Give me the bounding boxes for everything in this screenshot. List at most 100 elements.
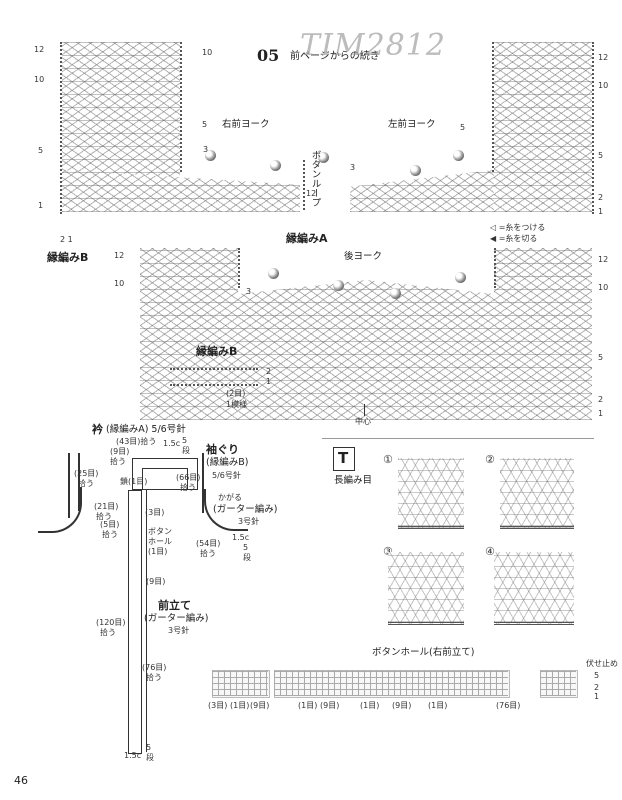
pickup-9c: (9目) bbox=[146, 577, 166, 586]
pickup-21: (21目) bbox=[94, 502, 119, 511]
bind-off-label: 伏せ止め bbox=[586, 659, 618, 668]
collar-5: 5 bbox=[182, 436, 188, 445]
stitch-guide-title: 長編み目 bbox=[334, 475, 373, 486]
bh-row-5: 5 bbox=[594, 671, 600, 680]
arm-5: 5 bbox=[243, 543, 249, 552]
row-label: 12 bbox=[598, 255, 609, 264]
right-shoulder bbox=[202, 453, 204, 513]
row-label: 3 bbox=[203, 145, 209, 154]
button-loop-column bbox=[303, 160, 305, 210]
right-armhole bbox=[204, 489, 248, 531]
bh-count-8: (76目) bbox=[496, 701, 521, 710]
collar-15c: 1.5c bbox=[163, 439, 181, 448]
row-label: 10 bbox=[114, 279, 125, 288]
button-loop-label: ボタンループ bbox=[309, 150, 321, 207]
needle-3: 3号針 bbox=[238, 517, 260, 526]
bh-count-3: (1目) bbox=[298, 701, 318, 710]
right-front-edge bbox=[60, 42, 62, 214]
bh-count-5: (1目) bbox=[360, 701, 380, 710]
buttonhole-grid-3 bbox=[540, 670, 576, 696]
step-2-illustration bbox=[500, 458, 574, 529]
right-front-yoke-label: 右前ヨーク bbox=[222, 119, 270, 130]
bh-count-0: (3目) bbox=[208, 701, 228, 710]
row-label: 3 bbox=[246, 287, 252, 296]
back-yoke-right bbox=[494, 248, 592, 420]
pickup-76: (76目) bbox=[142, 663, 167, 672]
row-label: 2 bbox=[598, 193, 604, 202]
pickup-120b: 拾う bbox=[100, 628, 116, 637]
stitch-symbol: T bbox=[338, 449, 349, 467]
chain-1: 鎖(1目) bbox=[120, 477, 148, 486]
collar-title: 衿 bbox=[92, 423, 103, 436]
repeat-unit: 1模様 bbox=[226, 400, 248, 409]
pickup-5b: 拾う bbox=[102, 530, 118, 539]
armhole-title: 袖ぐり bbox=[206, 443, 239, 456]
buttonhole-1: ボタン bbox=[148, 527, 172, 536]
back-yoke-label: 後ヨーク bbox=[344, 251, 383, 262]
collar-9: (9目) bbox=[110, 447, 130, 456]
row-label: 5 bbox=[598, 151, 604, 160]
arm-5b: 段 bbox=[243, 553, 251, 562]
bh-count-4: (9目) bbox=[320, 701, 340, 710]
left-front-yoke-label: 左前ヨーク bbox=[388, 119, 436, 130]
pickup-25b: 拾う bbox=[78, 479, 94, 488]
band-5: 5 bbox=[146, 743, 152, 752]
row-label: 2 bbox=[598, 395, 604, 404]
back-yoke-edge-right bbox=[494, 248, 496, 288]
step-1: ① bbox=[383, 453, 393, 466]
front-band-title: 前立て bbox=[158, 599, 191, 612]
buttonhole-title: ボタンホール(右前立て) bbox=[372, 647, 475, 658]
row-label: 10 bbox=[598, 283, 609, 292]
button-ball-6 bbox=[268, 268, 279, 279]
button-ball-9 bbox=[455, 272, 466, 283]
page-number: 46 bbox=[14, 774, 28, 787]
front-band-line bbox=[146, 490, 147, 752]
band-5b: 段 bbox=[146, 753, 154, 762]
right-front-lower bbox=[62, 170, 300, 212]
bh-row-1: 1 bbox=[594, 692, 600, 701]
row-label: 1 bbox=[38, 201, 44, 210]
garter-label: (ガーター編み) bbox=[213, 504, 278, 515]
back-yoke-left bbox=[140, 248, 238, 420]
row-label: 12 bbox=[306, 189, 317, 198]
buttonhole-2: ホール bbox=[148, 537, 172, 546]
right-front-band bbox=[180, 42, 182, 172]
pickup-3: (3目) bbox=[145, 508, 165, 517]
pickup-66: (66目) bbox=[176, 473, 201, 482]
bh-count-1: (1目) bbox=[230, 701, 250, 710]
arm-15c: 1.5c bbox=[232, 533, 250, 542]
watermark: TIM2812 bbox=[300, 28, 446, 63]
button-ball-3 bbox=[318, 152, 329, 163]
collar-pickup: (43目)拾う bbox=[116, 437, 157, 446]
row-label: 2 bbox=[266, 367, 272, 376]
row-label: 10 bbox=[34, 75, 45, 84]
center-line bbox=[364, 404, 365, 416]
front-band-garter: (ガーター編み) bbox=[144, 613, 209, 624]
collar-9b: 拾う bbox=[110, 457, 126, 466]
step-3: ③ bbox=[383, 546, 393, 557]
row-label: 5 bbox=[460, 123, 466, 132]
left-front-lower bbox=[350, 170, 494, 212]
bh-count-6: (9目) bbox=[392, 701, 412, 710]
left-shoulder-inner bbox=[78, 453, 80, 511]
collar-5b: 段 bbox=[182, 446, 190, 455]
pickup-21b: 拾う bbox=[96, 512, 112, 521]
row-label: 1 bbox=[598, 207, 604, 216]
row-label: 10 bbox=[598, 81, 609, 90]
left-front-edge bbox=[592, 42, 594, 214]
armhole-needle: 5/6号針 bbox=[212, 471, 241, 480]
pickup-76b: 拾う bbox=[146, 673, 162, 682]
pickup-120: (120目) bbox=[96, 618, 126, 627]
collar-inner bbox=[142, 468, 188, 489]
stitch-guide bbox=[322, 438, 594, 629]
button-ball-8 bbox=[390, 288, 401, 299]
legend-attach: ◁ =糸をつける bbox=[490, 223, 546, 232]
bh-row-2: 2 bbox=[594, 683, 600, 692]
row-label: 1 bbox=[598, 409, 604, 418]
row-label: 12 bbox=[114, 251, 125, 260]
pattern-number: 05 bbox=[257, 46, 280, 65]
armhole-spec: (縁編みB) bbox=[206, 457, 249, 468]
continued-note: 前ページからの続き bbox=[290, 51, 380, 62]
stitch-symbol-box bbox=[333, 447, 355, 471]
step-1-illustration bbox=[398, 458, 464, 529]
